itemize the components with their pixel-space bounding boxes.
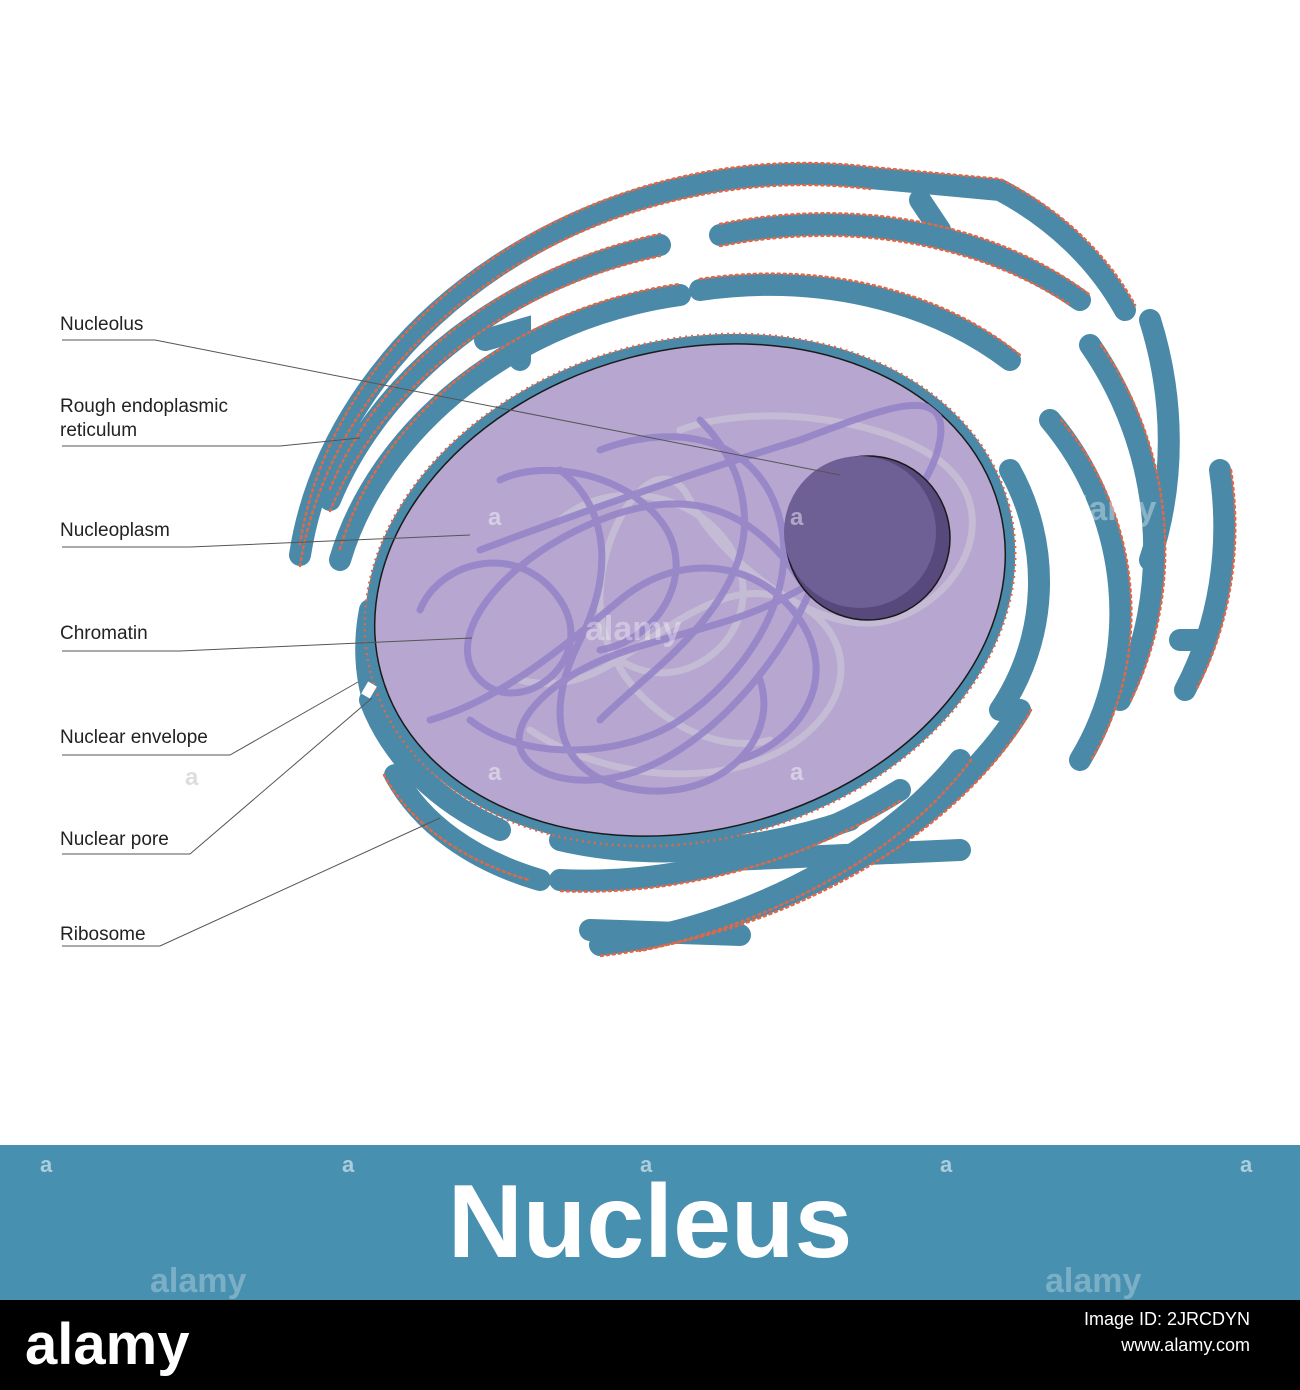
title-bar: Nucleus [0, 1145, 1300, 1300]
watermark-glyph: a [488, 504, 502, 531]
watermark-brand: alamy [585, 610, 681, 648]
label-rough-er: Rough endoplasmic reticulum [60, 395, 228, 443]
nucleus-diagram: a a a a a alamy alamy [62, 161, 1237, 958]
watermark-glyph: a [790, 759, 804, 786]
label-nuclear-envelope: Nuclear envelope [60, 727, 208, 748]
label-rough-er-line1: Rough endoplasmic [60, 396, 228, 417]
watermark-glyph: a [790, 504, 804, 531]
watermark-brand: alamy [150, 1262, 247, 1300]
label-nucleolus: Nucleolus [60, 314, 144, 335]
watermark-brand: alamy [1045, 1262, 1142, 1300]
watermark-glyph: a [342, 1152, 355, 1177]
watermark-glyph: a [40, 1152, 53, 1177]
label-rough-er-line2: reticulum [60, 420, 138, 441]
watermark-glyph: a [940, 1152, 953, 1177]
watermark-glyph: a [488, 759, 502, 786]
label-chromatin: Chromatin [60, 623, 148, 644]
watermark-glyph: a [640, 1152, 653, 1177]
label-nucleoplasm: Nucleoplasm [60, 520, 170, 541]
leader-lines [62, 339, 841, 947]
nuclear-pores [352, 416, 1005, 699]
diagram-watermarks: a a a a a alamy alamy [185, 490, 1156, 791]
watermark-brand: alamy [1060, 490, 1156, 528]
footer-bar: alamy Image ID: 2JRCDYN www.alamy.com [0, 1300, 1300, 1390]
footer-logo[interactable]: alamy [25, 1312, 190, 1377]
nucleolus-shape [784, 455, 951, 621]
footer-url[interactable]: www.alamy.com [1121, 1335, 1250, 1355]
page-title: Nucleus [447, 1164, 853, 1280]
label-nuclear-pore: Nuclear pore [60, 829, 169, 850]
watermark-glyph: a [1240, 1152, 1253, 1177]
label-ribosome: Ribosome [60, 924, 146, 945]
rough-er [289, 161, 1237, 958]
watermark-glyph: a [185, 764, 199, 791]
chromatin-strands [416, 401, 976, 795]
image-id: Image ID: 2JRCDYN [1083, 1309, 1250, 1329]
